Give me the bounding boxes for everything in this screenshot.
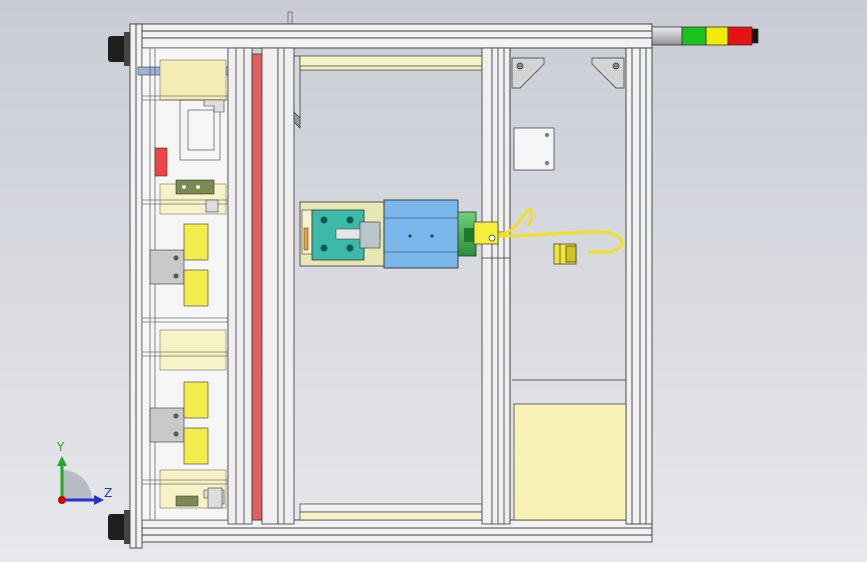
tower-green-light — [681, 26, 707, 46]
signal-tower — [651, 26, 759, 46]
tower-base — [651, 26, 683, 46]
tower-yellow-light — [705, 26, 729, 46]
corner-gussets — [511, 57, 625, 89]
cable-connector-bottom — [553, 243, 577, 265]
right-posts — [481, 47, 511, 525]
foot-top-left — [108, 32, 132, 66]
triad-z-label: Z — [104, 486, 113, 500]
tower-red-light — [727, 26, 753, 46]
triad-y-label: Y — [57, 440, 65, 454]
yellow-clamps — [183, 223, 209, 465]
foot-bottom-left — [108, 510, 132, 544]
axis-triad — [57, 456, 104, 505]
red-indicator — [154, 147, 168, 177]
cable-connector-top — [473, 221, 499, 245]
outer-frame — [129, 23, 653, 549]
linear-actuator — [299, 199, 478, 269]
red-rail — [251, 53, 263, 521]
center-posts — [227, 47, 301, 525]
blue-cylinder — [383, 199, 459, 269]
olive-bracket — [175, 179, 215, 195]
main-cavity — [299, 55, 483, 521]
left-station — [137, 47, 253, 521]
tower-cap — [751, 28, 759, 44]
bottom-storage — [512, 379, 627, 521]
sensor-cable — [478, 208, 624, 254]
